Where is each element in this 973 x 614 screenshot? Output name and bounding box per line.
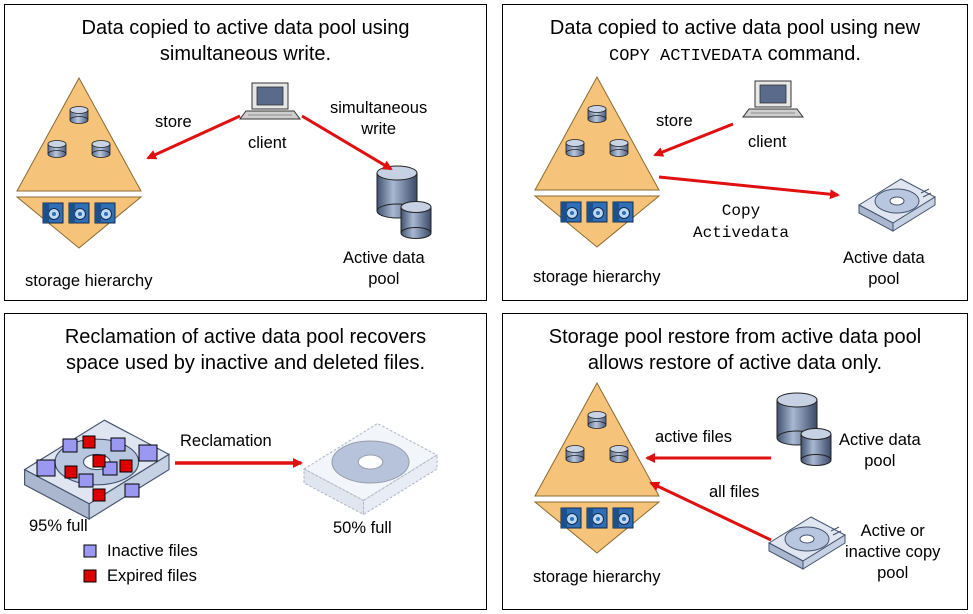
active-data-pool-label: Active data pool bbox=[343, 249, 425, 288]
expired-file-markers bbox=[64, 435, 133, 502]
all-files-arrow bbox=[649, 481, 772, 542]
legend-expired-swatch bbox=[83, 569, 97, 583]
reclaimed-pool-drive-icon bbox=[302, 422, 439, 516]
title-command-suffix: command. bbox=[762, 43, 861, 65]
storage-hierarchy-icon bbox=[535, 77, 659, 247]
storage-hierarchy-label: storage hierarchy bbox=[25, 272, 153, 290]
title-line-1: Reclamation of active data pool recovers bbox=[64, 326, 427, 348]
store-label: store bbox=[656, 112, 693, 130]
storage-hierarchy-icon bbox=[17, 78, 141, 248]
panel-reclamation: Reclamation of active data pool recovers… bbox=[4, 313, 487, 610]
storage-hierarchy-label: storage hierarchy bbox=[533, 568, 661, 586]
diagram-canvas bbox=[23, 419, 439, 583]
panel-title: Storage pool restore from active data po… bbox=[503, 324, 967, 376]
copy-activedata-label: Copy Activedata bbox=[693, 202, 790, 242]
active-data-pool-disk-icon bbox=[776, 392, 832, 466]
client-label: client bbox=[248, 134, 287, 152]
diagram-canvas bbox=[503, 5, 936, 302]
diagram-canvas bbox=[503, 314, 846, 570]
legend-inactive-swatch bbox=[83, 544, 97, 558]
active-data-pool-label: Active data pool bbox=[839, 431, 921, 470]
panel-title: Data copied to active data pool using si… bbox=[5, 15, 486, 67]
all-files-label: all files bbox=[709, 483, 760, 501]
full-after-label: 50% full bbox=[333, 519, 392, 537]
panel-copy-activedata: Data copied to active data pool using ne… bbox=[502, 4, 968, 301]
active-data-pool-label: Active data pool bbox=[843, 249, 925, 288]
copy-pool-label: Active or inactive copy pool bbox=[845, 522, 941, 582]
panel-title: Data copied to active data pool using ne… bbox=[503, 15, 967, 70]
legend-inactive-label: Inactive files bbox=[107, 542, 198, 560]
client-label: client bbox=[748, 133, 787, 151]
active-data-pool-disk-icon bbox=[376, 165, 432, 239]
copy-pool-optical-icon bbox=[768, 516, 846, 570]
storage-hierarchy-icon bbox=[535, 383, 659, 553]
title-line-2: allows restore of active data only. bbox=[587, 352, 883, 374]
title-line-1: Data copied to active data pool using bbox=[81, 17, 410, 39]
client-computer-icon bbox=[239, 82, 301, 120]
store-label: store bbox=[155, 113, 192, 131]
full-before-label: 95% full bbox=[29, 517, 88, 535]
title-line-2: space used by inactive and deleted files… bbox=[65, 352, 426, 374]
active-data-pool-optical-icon bbox=[858, 178, 936, 232]
legend-expired-label: Expired files bbox=[107, 567, 197, 585]
simultaneous-write-arrow bbox=[301, 114, 393, 171]
store-arrow bbox=[146, 114, 241, 160]
simultaneous-write-label: simultaneous write bbox=[330, 99, 428, 138]
title-command: COPY ACTIVEDATA bbox=[609, 47, 763, 66]
panel-title: Reclamation of active data pool recovers… bbox=[5, 324, 486, 376]
active-files-label: active files bbox=[655, 428, 733, 446]
diagram-canvas bbox=[5, 5, 432, 302]
storage-hierarchy-label: storage hierarchy bbox=[533, 268, 661, 286]
title-line-2: COPY ACTIVEDATA command. bbox=[503, 41, 967, 70]
panel-storage-pool-restore: Storage pool restore from active data po… bbox=[502, 313, 968, 610]
panel-simultaneous-write: Data copied to active data pool using si… bbox=[4, 4, 487, 301]
title-line-2: simultaneous write. bbox=[159, 43, 332, 65]
reclamation-label: Reclamation bbox=[180, 432, 272, 450]
copy-activedata-arrow bbox=[658, 175, 840, 200]
title-line-1: Storage pool restore from active data po… bbox=[548, 326, 922, 348]
client-computer-icon bbox=[742, 80, 804, 118]
title-line-1: Data copied to active data pool using ne… bbox=[549, 17, 921, 39]
inactive-file-markers bbox=[36, 437, 158, 498]
store-arrow bbox=[653, 122, 734, 157]
